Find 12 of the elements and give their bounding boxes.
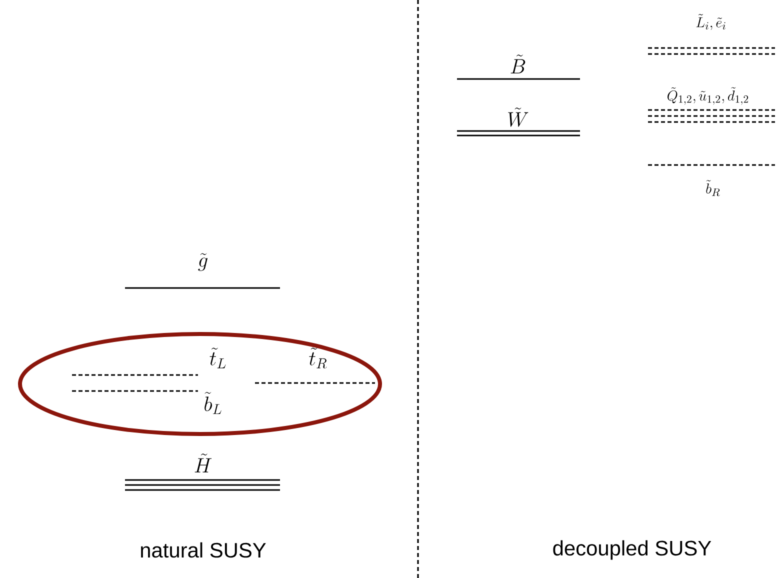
particle-label: $\tilde{t}_R$ [309,348,327,369]
particle-label: $\tilde{b}_L$ [204,392,222,414]
particle-label: $\tilde{Q}_{1,2}, \tilde{u}_{1,2}, \tilde{d}_{1,2}$ [668,87,748,105]
particle-label: $\tilde{t}_L$ [210,348,226,368]
particle-label: $\tilde{b}_R$ [706,180,720,196]
particle-label: $\tilde{L}_i, \tilde{e}_i$ [696,14,726,30]
particle-label: $\tilde{W}$ [508,108,528,127]
caption: natural SUSY [141,542,266,558]
particle-label: $\tilde{B}$ [510,54,526,74]
particle-label: $\tilde{g}$ [198,253,208,271]
caption: decoupled SUSY [553,540,712,560]
particle-label: $\tilde{H}$ [194,454,212,472]
